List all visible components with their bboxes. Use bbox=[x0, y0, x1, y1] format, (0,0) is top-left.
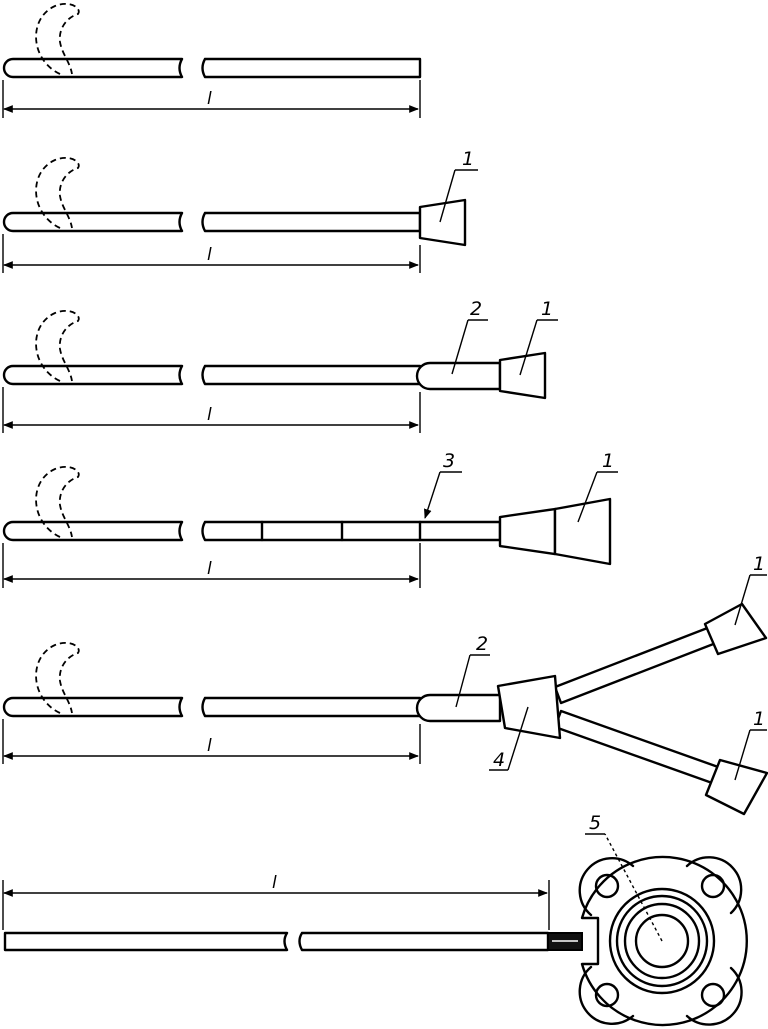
dimension-label: l bbox=[207, 89, 212, 109]
mounting-hole bbox=[578, 857, 635, 917]
dimension-label: l bbox=[272, 873, 277, 893]
catheter-tube-right bbox=[201, 57, 422, 79]
dashed-curl-tip bbox=[35, 641, 80, 714]
adapter-2 bbox=[415, 693, 502, 723]
connector-1 bbox=[418, 198, 467, 247]
dimension-label: l bbox=[207, 245, 212, 265]
dashed-curl-tip bbox=[35, 156, 80, 229]
figure-5-dual-lumen-catheter: 2 4 1 1 l bbox=[2, 553, 768, 816]
catheter-tube-left bbox=[3, 931, 289, 952]
callout-label: 1 bbox=[541, 298, 553, 320]
leader-line bbox=[507, 706, 529, 771]
mounting-hole bbox=[685, 966, 743, 1026]
catheter-tube-left bbox=[2, 364, 184, 386]
leader-line bbox=[455, 654, 471, 708]
leader-line bbox=[424, 471, 441, 519]
catheter-tube-right bbox=[201, 211, 422, 233]
upper-branch-tube bbox=[553, 625, 718, 705]
callout-label: 1 bbox=[602, 450, 614, 472]
adapter-2 bbox=[415, 361, 502, 391]
catheter-tube-right bbox=[201, 696, 422, 718]
callout-label: 1 bbox=[753, 553, 765, 575]
callout-label: 4 bbox=[493, 749, 505, 771]
leader-line bbox=[734, 574, 751, 626]
figure-3-catheter-with-adapter: 2 1 l bbox=[2, 298, 558, 433]
callout-label: 1 bbox=[753, 708, 765, 730]
catheter-tube-right bbox=[201, 520, 502, 542]
dashed-curl-tip bbox=[35, 309, 80, 382]
dashed-curl-tip bbox=[35, 465, 80, 538]
leader-line bbox=[519, 319, 538, 376]
catheter-tube-right bbox=[298, 931, 550, 952]
figure-1-plain-catheter: l bbox=[2, 2, 422, 118]
callout-label: 2 bbox=[476, 633, 488, 655]
lower-branch-tube bbox=[553, 709, 723, 786]
leader-line bbox=[451, 319, 469, 375]
figure-4-catheter-with-marker: 3 1 l bbox=[2, 450, 618, 588]
catheter-tube-left bbox=[2, 57, 184, 79]
catheter-tube-left bbox=[2, 520, 184, 542]
leader-line bbox=[439, 169, 456, 223]
splitter-4 bbox=[496, 674, 562, 740]
connector-1 bbox=[498, 507, 557, 556]
mounting-hole bbox=[578, 965, 635, 1025]
port-5-housing bbox=[580, 855, 748, 1027]
mounting-hole bbox=[685, 856, 743, 915]
callout-label: 5 bbox=[589, 812, 601, 834]
leader-line bbox=[734, 729, 751, 781]
callout-label: 2 bbox=[470, 298, 482, 320]
port-septum bbox=[634, 913, 690, 969]
figure-2-catheter-with-connector: 1 l bbox=[2, 148, 478, 273]
figure-6-catheter-with-port: l 5 bbox=[2, 812, 748, 1027]
catheter-tube-right bbox=[201, 364, 422, 386]
connector-1-body bbox=[553, 497, 612, 566]
callout-label: 1 bbox=[462, 148, 474, 170]
lower-connector-1 bbox=[704, 758, 768, 816]
dimension-label: l bbox=[207, 559, 212, 579]
leader-line bbox=[604, 833, 663, 942]
port-outer-ring bbox=[608, 887, 716, 995]
catheter-tube-left bbox=[2, 211, 184, 233]
leader-line bbox=[577, 471, 598, 523]
catheter-tube-left bbox=[2, 696, 184, 718]
callout-label: 3 bbox=[443, 450, 455, 472]
port-ring bbox=[615, 894, 709, 988]
connector-1 bbox=[498, 351, 547, 400]
dashed-curl-tip bbox=[35, 2, 80, 75]
dimension-label: l bbox=[207, 736, 212, 756]
upper-connector-1 bbox=[703, 602, 768, 656]
port-ring bbox=[623, 902, 701, 980]
dimension-label: l bbox=[207, 405, 212, 425]
